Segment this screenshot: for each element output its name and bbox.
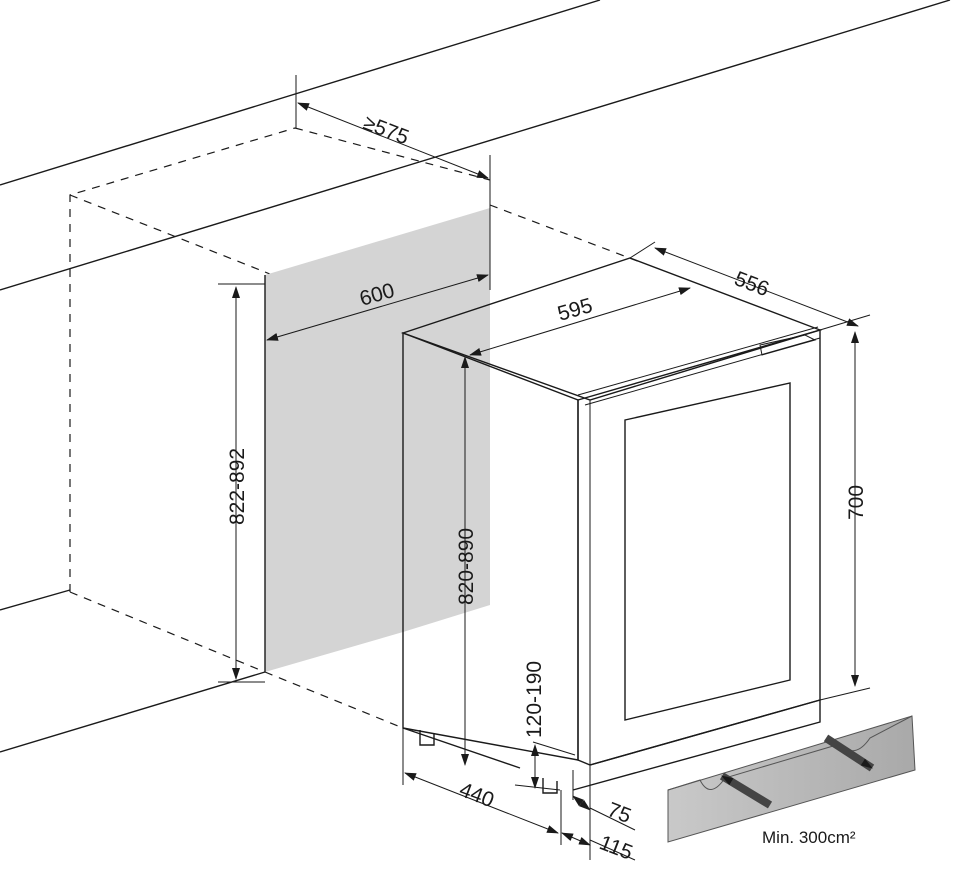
dimension-lines — [218, 75, 871, 861]
ventilation-note: Min. 300cm² — [762, 828, 856, 847]
label-niche-depth: ≥575 — [360, 111, 412, 149]
label-appliance-height: 820-890 — [455, 528, 478, 605]
air-out-arrow-icon — [823, 734, 875, 772]
control-panel — [759, 334, 817, 356]
label-appliance-depth: 556 — [731, 267, 772, 301]
label-feet-height: 120-190 — [523, 661, 546, 738]
ventilation-grille — [667, 715, 916, 843]
label-door-height: 700 — [845, 485, 868, 520]
label-plinth-offset: 75 — [604, 798, 634, 828]
rear-foot — [542, 778, 558, 794]
label-plinth-offset-total: 115 — [596, 831, 636, 864]
label-niche-height: 822-892 — [226, 448, 249, 525]
front-foot — [419, 730, 435, 746]
label-appliance-width: 595 — [555, 294, 595, 326]
glass-door — [624, 382, 791, 721]
air-in-arrow-icon — [719, 772, 773, 809]
